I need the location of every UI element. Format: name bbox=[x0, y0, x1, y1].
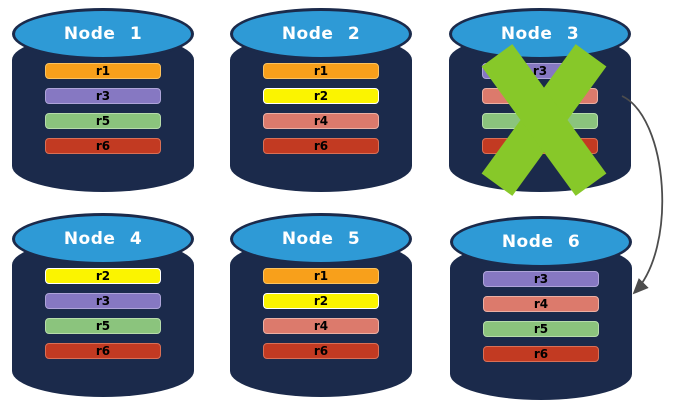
node-1: Node 1 r1 r3 r5 r6 bbox=[12, 8, 194, 192]
replica-label: r6 bbox=[95, 139, 111, 153]
node-2-replicas: r1 r2 r4 r6 bbox=[230, 63, 412, 154]
replica-bar: r6 bbox=[45, 138, 161, 154]
replica-bar: r1 bbox=[263, 63, 379, 79]
node-6-title: Node 6 bbox=[501, 232, 581, 252]
node-1-title: Node 1 bbox=[63, 24, 143, 44]
replica-bar: r6 bbox=[45, 343, 161, 359]
node-4: Node 4 r2 r3 r5 r6 bbox=[12, 213, 194, 397]
replica-label: r3 bbox=[95, 89, 111, 103]
replica-label: r5 bbox=[533, 322, 549, 336]
replica-bar: r4 bbox=[263, 113, 379, 129]
replica-label: r4 bbox=[313, 319, 329, 333]
replica-label: r3 bbox=[532, 64, 548, 78]
node-3-cylinder-top bbox=[449, 8, 631, 60]
replica-label: r4 bbox=[313, 114, 329, 128]
node-4-title: Node 4 bbox=[63, 229, 143, 249]
replica-bar: r2 bbox=[45, 268, 161, 284]
replica-bar: r3 bbox=[45, 293, 161, 309]
replica-bar: r6 bbox=[483, 346, 599, 362]
replica-label: r1 bbox=[313, 64, 329, 78]
replica-label: r6 bbox=[313, 344, 329, 358]
replica-bar: r4 bbox=[263, 318, 379, 334]
replica-label: r3 bbox=[533, 272, 549, 286]
replica-label: r1 bbox=[313, 269, 329, 283]
node-3: Node 3 r3 r4 r5 r6 bbox=[449, 8, 631, 196]
replica-bar: r5 bbox=[483, 321, 599, 337]
replica-bar: r3 bbox=[45, 88, 161, 104]
replica-label: r6 bbox=[95, 344, 111, 358]
replica-bar: r4 bbox=[483, 296, 599, 312]
replica-bar: r1 bbox=[45, 63, 161, 79]
node-3-title: Node 3 bbox=[500, 24, 580, 44]
replica-bar: r1 bbox=[263, 268, 379, 284]
replica-label: r6 bbox=[533, 347, 549, 361]
node-5-cylinder-top bbox=[230, 213, 412, 265]
node-6-cylinder-top bbox=[450, 216, 632, 268]
replica-bar: r2 bbox=[263, 293, 379, 309]
node-1-cylinder-top bbox=[12, 8, 194, 60]
replica-bar: r5 bbox=[45, 318, 161, 334]
replica-bar: r5 bbox=[45, 113, 161, 129]
node-2-title: Node 2 bbox=[281, 24, 361, 44]
node-1-replicas: r1 r3 r5 r6 bbox=[12, 63, 194, 154]
replica-label: r6 bbox=[313, 139, 329, 153]
replica-bar: r2 bbox=[263, 88, 379, 104]
replica-label: r1 bbox=[95, 64, 111, 78]
node-6-replicas: r3 r4 r5 r6 bbox=[450, 271, 632, 362]
node-5-replicas: r1 r2 r4 r6 bbox=[230, 268, 412, 359]
replica-bar: r6 bbox=[263, 138, 379, 154]
node-2-cylinder-top bbox=[230, 8, 412, 60]
node-4-replicas: r2 r3 r5 r6 bbox=[12, 268, 194, 359]
replica-bar: r6 bbox=[263, 343, 379, 359]
node-2: Node 2 r1 r2 r4 r6 bbox=[230, 8, 412, 192]
replica-label: r2 bbox=[95, 269, 111, 283]
node-4-cylinder-top bbox=[12, 213, 194, 265]
replica-label: r4 bbox=[533, 297, 549, 311]
node-6: Node 6 r3 r4 r5 r6 bbox=[450, 216, 632, 400]
node-5: Node 5 r1 r2 r4 r6 bbox=[230, 213, 412, 397]
replica-label: r5 bbox=[95, 319, 111, 333]
node-5-title: Node 5 bbox=[281, 229, 361, 249]
replica-label: r3 bbox=[95, 294, 111, 308]
replica-bar: r3 bbox=[483, 271, 599, 287]
replica-label: r2 bbox=[313, 89, 329, 103]
replica-label: r2 bbox=[313, 294, 329, 308]
replica-label: r5 bbox=[95, 114, 111, 128]
